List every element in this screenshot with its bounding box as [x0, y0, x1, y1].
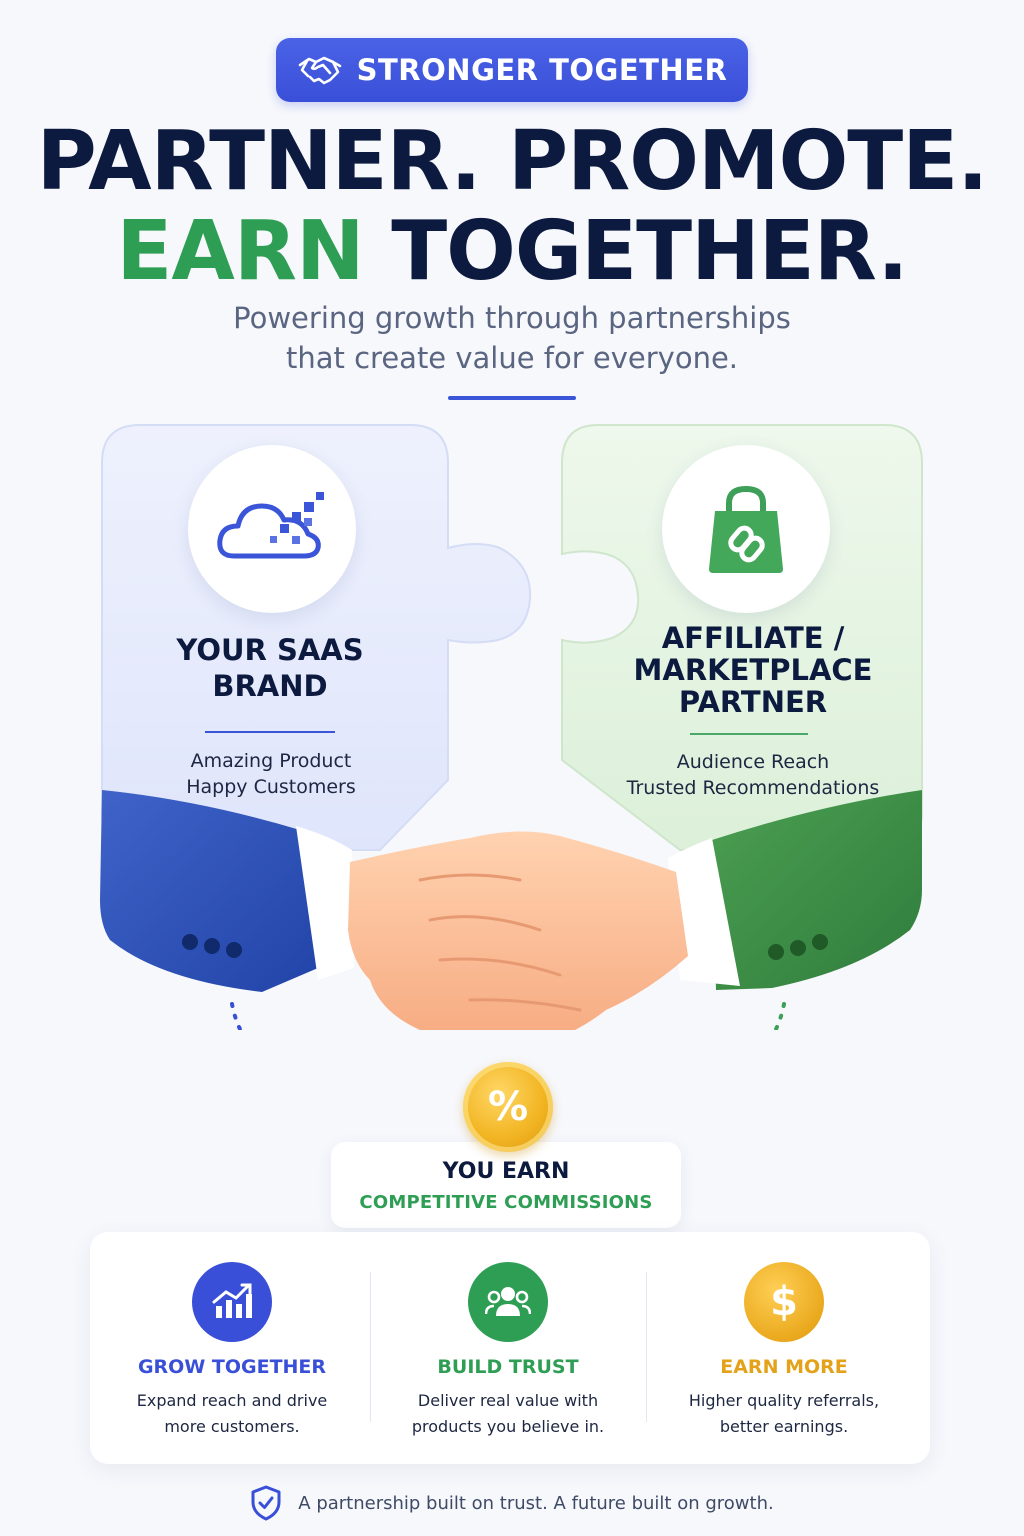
feature-description: Higher quality referrals, better earning…: [646, 1388, 922, 1440]
earn-title: YOU EARN: [442, 1159, 570, 1184]
features-card: GROW TOGETHER Expand reach and drive mor…: [90, 1232, 930, 1464]
saas-description: Amazing Product Happy Customers: [140, 748, 402, 800]
feature-desc-line-2: more customers.: [164, 1417, 300, 1436]
feature-desc-line-1: Expand reach and drive: [136, 1391, 328, 1410]
left-button: [182, 934, 198, 950]
saas-icon-circle: [188, 445, 356, 613]
stronger-together-badge: STRONGER TOGETHER: [276, 38, 748, 102]
feature-build-trust: BUILD TRUST Deliver real value with prod…: [370, 1232, 646, 1464]
feature-description: Deliver real value with products you bel…: [370, 1388, 646, 1440]
footer: A partnership built on trust. A future b…: [0, 1485, 1024, 1521]
earn-commissions-box: YOU EARN COMPETITIVE COMMISSIONS: [331, 1142, 681, 1228]
feature-separator: [646, 1272, 647, 1422]
saas-title-line-2: BRAND: [212, 669, 328, 703]
right-sleeve: [712, 790, 922, 990]
percent-coin-icon: %: [463, 1062, 553, 1152]
headline-line-2: EARN TOGETHER.: [0, 206, 1024, 298]
partnership-illustration: [100, 424, 923, 1030]
subtitle: Powering growth through partnerships tha…: [0, 298, 1024, 378]
left-button: [226, 942, 242, 958]
feature-desc-line-1: Deliver real value with: [417, 1391, 599, 1410]
right-button: [812, 934, 828, 950]
left-cuff: [296, 826, 354, 980]
partner-desc-line-1: Audience Reach: [676, 751, 830, 773]
subtitle-line-1: Powering growth through partnerships: [233, 301, 791, 335]
saas-divider: [205, 731, 335, 733]
people-group-icon: [468, 1262, 548, 1342]
shield-check-icon: [251, 1485, 281, 1521]
left-flow-arrow: [230, 1002, 243, 1030]
right-button: [768, 944, 784, 960]
partner-description: Audience Reach Trusted Recommendations: [598, 749, 908, 801]
partner-title: AFFILIATE / MARKETPLACE PARTNER: [598, 622, 908, 718]
saas-desc-line-1: Amazing Product: [190, 750, 352, 772]
subtitle-line-2: that create value for everyone.: [285, 341, 739, 375]
feature-desc-line-1: Higher quality referrals,: [688, 1391, 880, 1410]
partner-title-line-1: AFFILIATE /: [661, 621, 845, 655]
right-button: [790, 940, 806, 956]
feature-grow-together: GROW TOGETHER Expand reach and drive mor…: [94, 1232, 370, 1464]
feature-title: BUILD TRUST: [437, 1356, 579, 1378]
feature-title: GROW TOGETHER: [137, 1356, 327, 1378]
cloud-data-icon: [217, 492, 324, 559]
feature-description: Expand reach and drive more customers.: [94, 1388, 370, 1440]
partner-divider: [690, 733, 808, 735]
coin-symbol: %: [487, 1084, 529, 1130]
feature-desc-line-2: products you believe in.: [411, 1417, 605, 1436]
handshake-hands: [348, 831, 688, 1030]
partner-title-line-2: MARKETPLACE: [633, 653, 873, 687]
saas-title-line-1: YOUR SAAS: [176, 633, 364, 667]
feature-separator: [370, 1272, 371, 1422]
feature-earn-more: $ EARN MORE Higher quality referrals, be…: [646, 1232, 922, 1464]
saas-desc-line-2: Happy Customers: [186, 776, 356, 798]
right-flow-arrow: [773, 1002, 786, 1030]
headline-accent: EARN: [116, 204, 364, 299]
left-button: [204, 938, 220, 954]
dollar-symbol: $: [770, 1279, 798, 1325]
partner-desc-line-2: Trusted Recommendations: [626, 777, 880, 799]
badge-label: STRONGER TOGETHER: [356, 53, 728, 87]
footer-text: A partnership built on trust. A future b…: [298, 1492, 774, 1514]
growth-chart-icon: [192, 1262, 272, 1342]
headline-line-1: PARTNER. PROMOTE.: [36, 114, 989, 209]
feature-title: EARN MORE: [720, 1356, 848, 1378]
left-sleeve: [100, 790, 318, 992]
shopping-bag-link-icon: [709, 485, 783, 573]
headline-rest: TOGETHER.: [391, 204, 908, 299]
feature-desc-line-2: better earnings.: [719, 1417, 849, 1436]
earn-subtitle: COMPETITIVE COMMISSIONS: [359, 1192, 653, 1213]
dollar-icon: $: [744, 1262, 824, 1342]
partner-icon-circle: [662, 445, 830, 613]
handshake-icon: [298, 56, 341, 85]
partner-title-line-3: PARTNER: [678, 685, 828, 719]
saas-brand-title: YOUR SAAS BRAND: [140, 632, 400, 704]
title-divider: [448, 396, 576, 400]
